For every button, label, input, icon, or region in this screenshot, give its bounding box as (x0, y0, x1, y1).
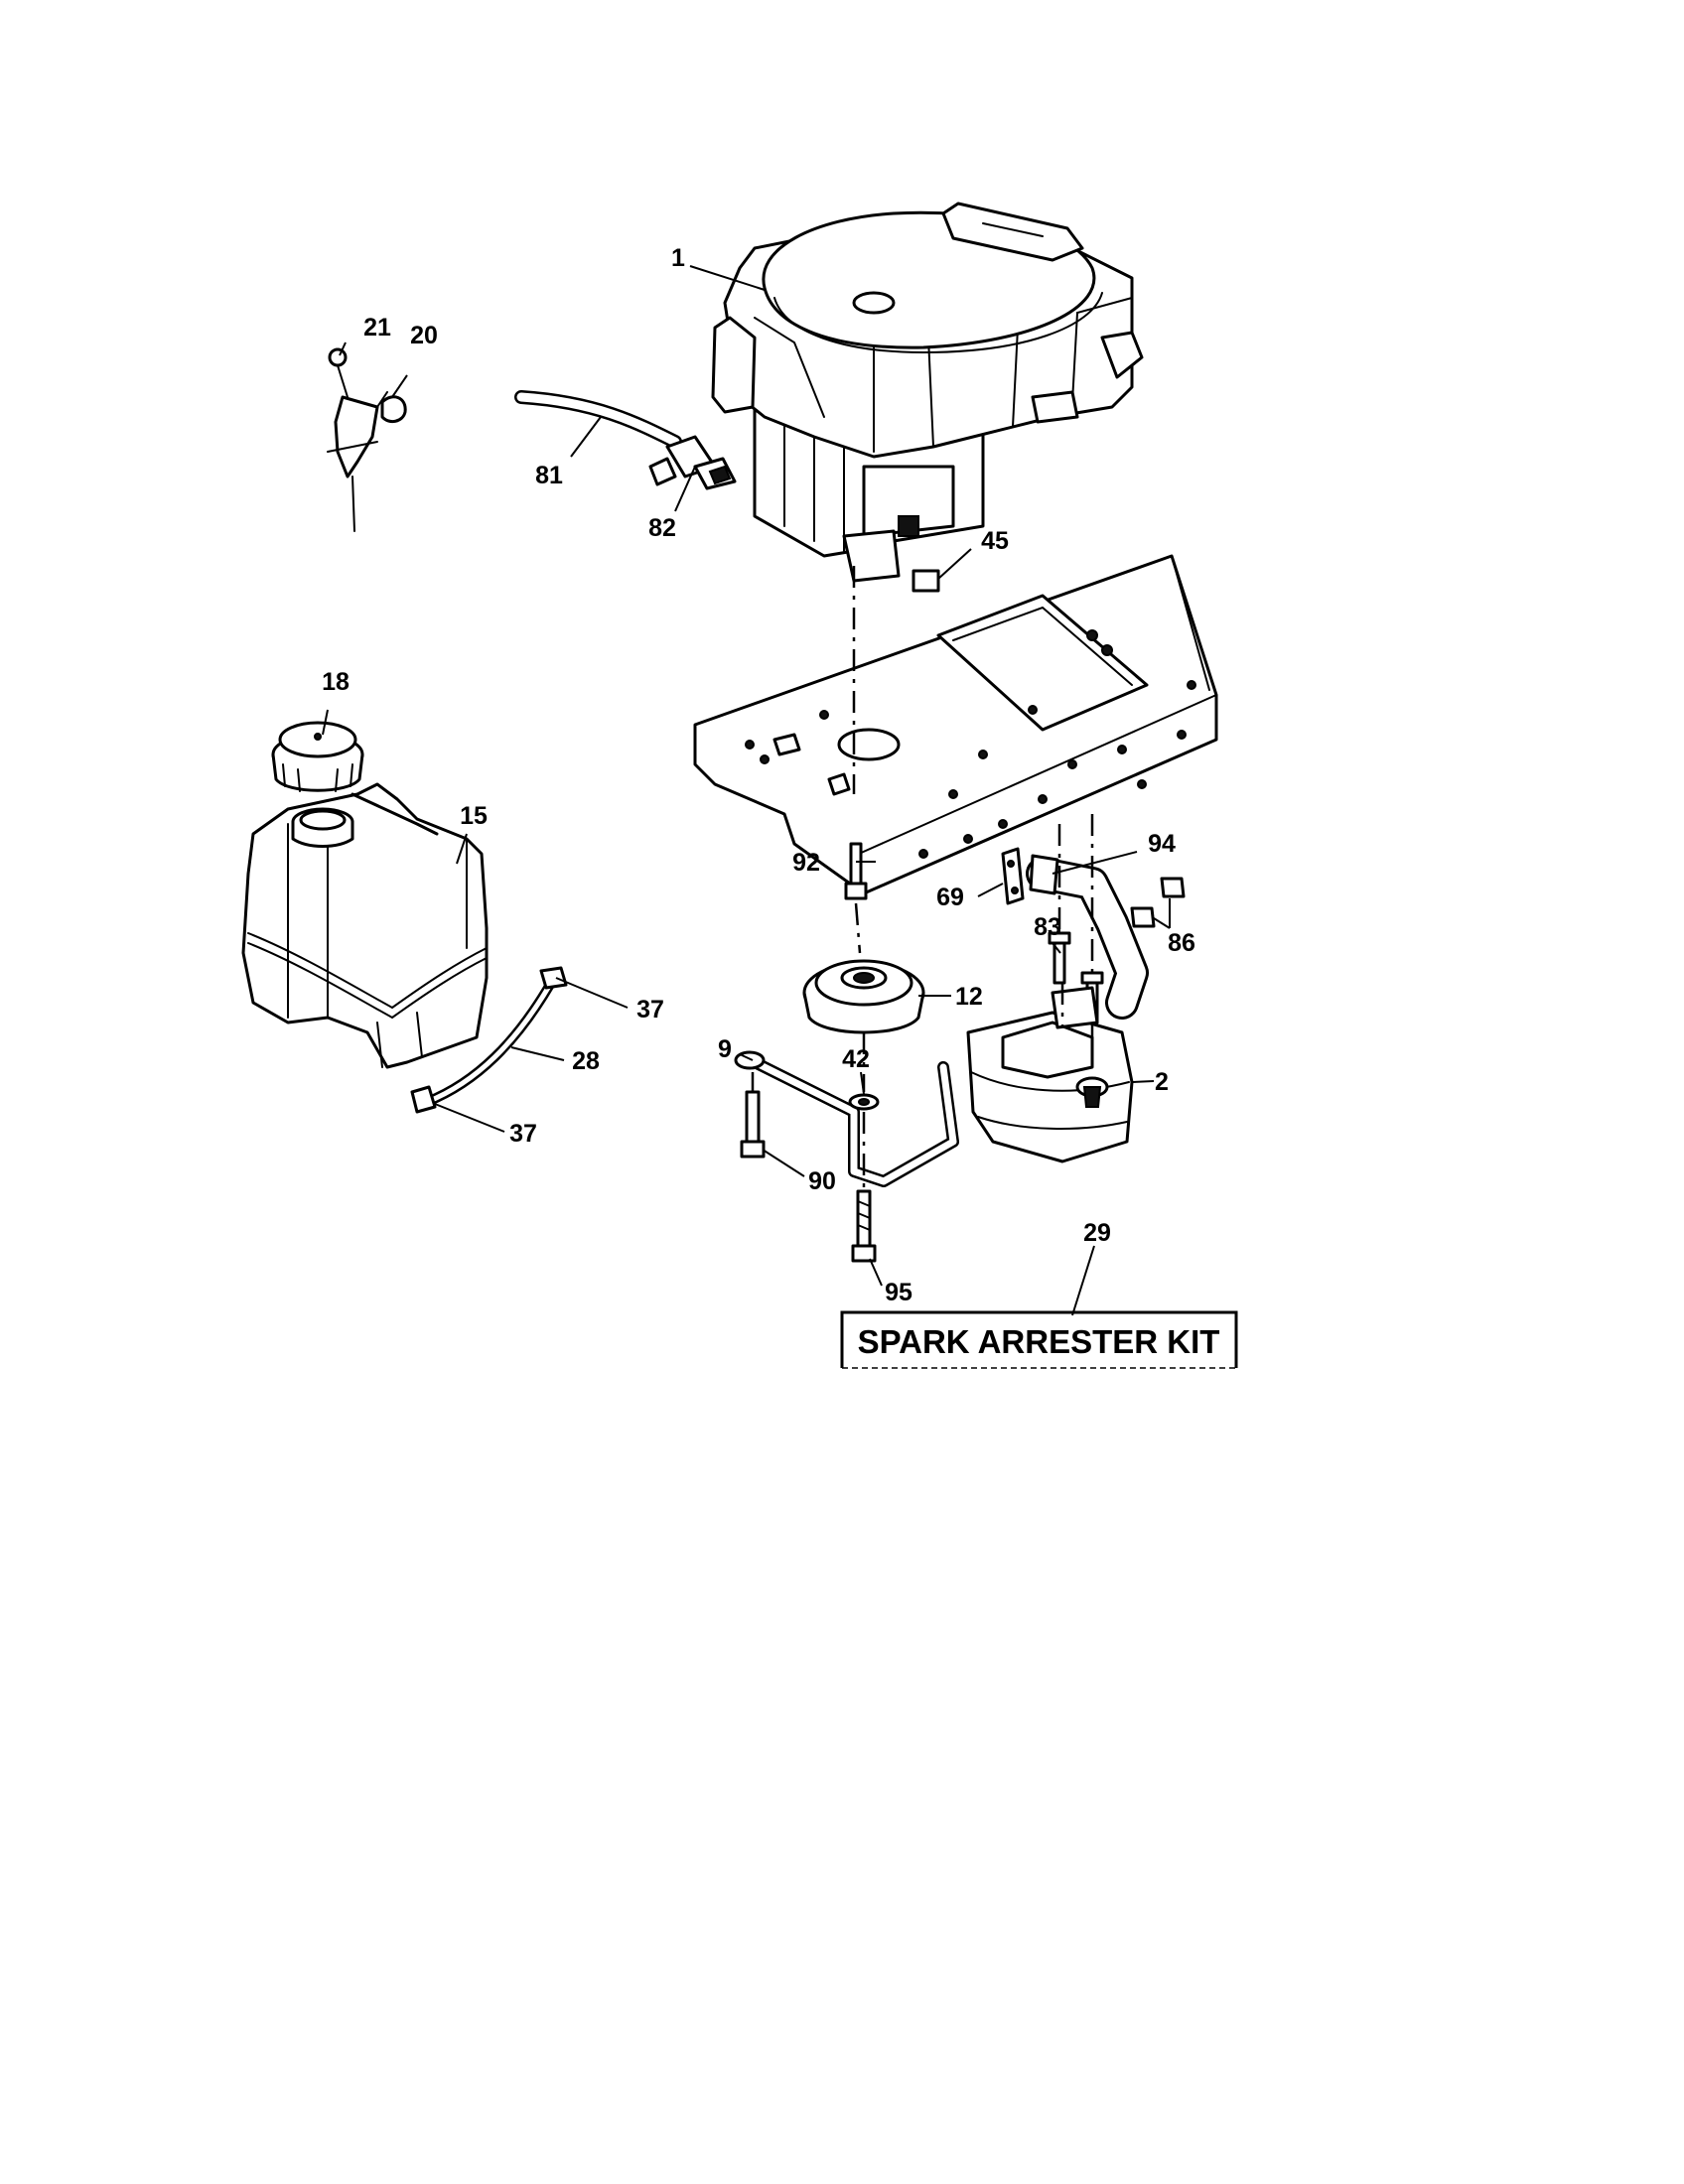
exhaust-pipe-94 (1026, 854, 1149, 1020)
callout-2: 2 (1155, 1068, 1169, 1096)
muffler-2 (966, 986, 1134, 1163)
callout-92: 92 (792, 849, 820, 877)
callout-29: 29 (1083, 1219, 1111, 1247)
bolt-90 (740, 1090, 766, 1159)
callout-42: 42 (842, 1045, 870, 1073)
callout-69: 69 (936, 884, 964, 911)
callout-1: 1 (671, 244, 685, 272)
callout-15: 15 (460, 802, 488, 830)
callout-37-upper: 37 (636, 996, 664, 1024)
callout-83: 83 (1034, 913, 1061, 941)
nuts-86 (1130, 877, 1186, 928)
fuel-filter-82 (648, 435, 737, 490)
bracket-9 (734, 1050, 959, 1187)
callout-81: 81 (535, 462, 563, 489)
pulley-12 (802, 959, 925, 1034)
callout-12: 12 (955, 983, 983, 1011)
fuel-tank (241, 782, 489, 1069)
fuel-line-81 (514, 390, 682, 449)
fuel-hose-28 (410, 966, 568, 1114)
chassis-plate (693, 554, 1218, 895)
callout-labels: 1 21 20 81 82 45 18 15 92 94 69 83 86 12… (322, 244, 1195, 1306)
callout-86: 86 (1168, 929, 1195, 957)
leader-lines (322, 265, 1171, 1316)
callout-94: 94 (1148, 830, 1176, 858)
callout-28: 28 (572, 1047, 600, 1075)
callout-37-lower: 37 (509, 1120, 537, 1148)
callout-95: 95 (885, 1279, 912, 1306)
engine (711, 202, 1144, 583)
washer-42 (848, 1093, 880, 1111)
callout-20: 20 (410, 322, 438, 349)
callout-82: 82 (648, 514, 676, 542)
nut-45 (912, 569, 940, 593)
spark-arrester-kit-label: SPARK ARRESTER KIT (858, 1323, 1220, 1360)
callout-9: 9 (718, 1035, 732, 1063)
callout-18: 18 (322, 668, 350, 696)
bolt-95 (851, 1189, 877, 1263)
callout-90: 90 (808, 1167, 836, 1195)
spark-arrester-kit-box: SPARK ARRESTER KIT (840, 1310, 1238, 1369)
gasket-69 (1001, 847, 1025, 905)
callout-21: 21 (363, 314, 391, 341)
callout-45: 45 (981, 527, 1009, 555)
fuel-cap (271, 721, 364, 792)
bolt-92 (844, 842, 868, 900)
throttle-control (327, 347, 407, 532)
